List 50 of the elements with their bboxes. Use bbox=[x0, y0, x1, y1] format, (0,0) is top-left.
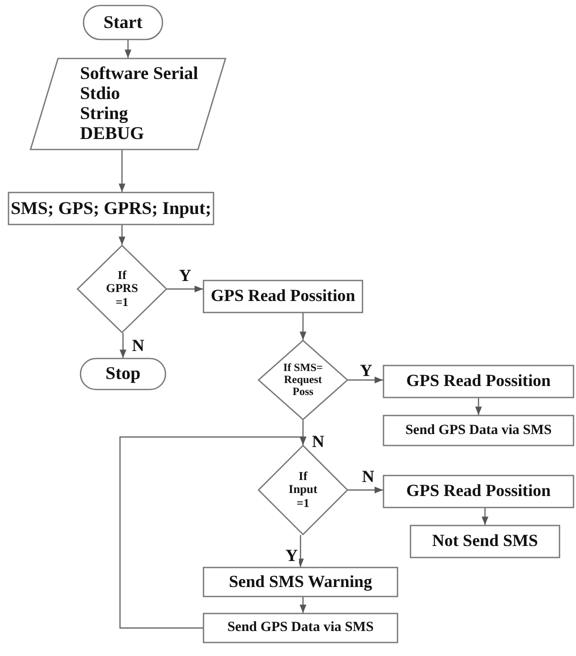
arrow bbox=[348, 376, 383, 384]
node-text: GPS Read Possition bbox=[406, 372, 551, 391]
node-text: Software Serial bbox=[80, 64, 198, 84]
process-box bbox=[383, 415, 574, 446]
node-text: GPS Read Possition bbox=[406, 482, 551, 501]
node-text: If Input =1 bbox=[288, 470, 318, 510]
arrow bbox=[300, 313, 306, 340]
arrow bbox=[348, 486, 383, 494]
process-box bbox=[203, 613, 398, 643]
arrow bbox=[297, 535, 304, 567]
node-text: If GPRS =1 bbox=[104, 269, 139, 309]
decision-diamond bbox=[258, 445, 348, 535]
edge-label: Y bbox=[178, 267, 192, 284]
node-text: DEBUG bbox=[80, 124, 144, 144]
edge-label: Y bbox=[359, 362, 374, 379]
process-box bbox=[383, 475, 574, 508]
node-text: String bbox=[80, 104, 128, 124]
node-text: SMS; GPS; GPRS; Input; bbox=[10, 198, 212, 218]
process-box bbox=[203, 567, 398, 597]
process-box bbox=[383, 365, 574, 398]
arrow bbox=[119, 436, 306, 629]
arrow bbox=[167, 286, 203, 292]
node-text: If SMS= Request Poss bbox=[282, 362, 324, 398]
edge-label: N bbox=[131, 337, 146, 354]
process-box bbox=[8, 192, 214, 225]
arrow bbox=[124, 40, 132, 58]
terminal-shape bbox=[83, 5, 163, 40]
input-parallelogram bbox=[30, 58, 226, 150]
decision-diamond bbox=[258, 340, 348, 420]
edge-label: N bbox=[311, 433, 326, 450]
arrow bbox=[300, 597, 306, 613]
decision-diamond bbox=[77, 245, 167, 333]
node-text: Send SMS Warning bbox=[228, 572, 372, 592]
edge-label: N bbox=[361, 468, 376, 485]
node-text: Start bbox=[104, 12, 142, 32]
node-text: Send GPS Data via SMS bbox=[227, 620, 374, 636]
arrow bbox=[482, 508, 488, 525]
node-text: Not Send SMS bbox=[432, 532, 538, 551]
terminal-shape bbox=[80, 358, 166, 390]
node-text: Send GPS Data via SMS bbox=[405, 422, 552, 438]
edge-label: Y bbox=[284, 547, 299, 564]
arrow bbox=[118, 150, 126, 192]
node-text: Stdio bbox=[80, 84, 120, 104]
arrow bbox=[475, 398, 482, 415]
process-box bbox=[410, 525, 560, 558]
node-text: Stop bbox=[105, 364, 140, 384]
arrow bbox=[120, 333, 126, 358]
arrow bbox=[118, 225, 126, 245]
process-box bbox=[203, 280, 363, 313]
node-text: GPS Read Possition bbox=[210, 287, 356, 306]
